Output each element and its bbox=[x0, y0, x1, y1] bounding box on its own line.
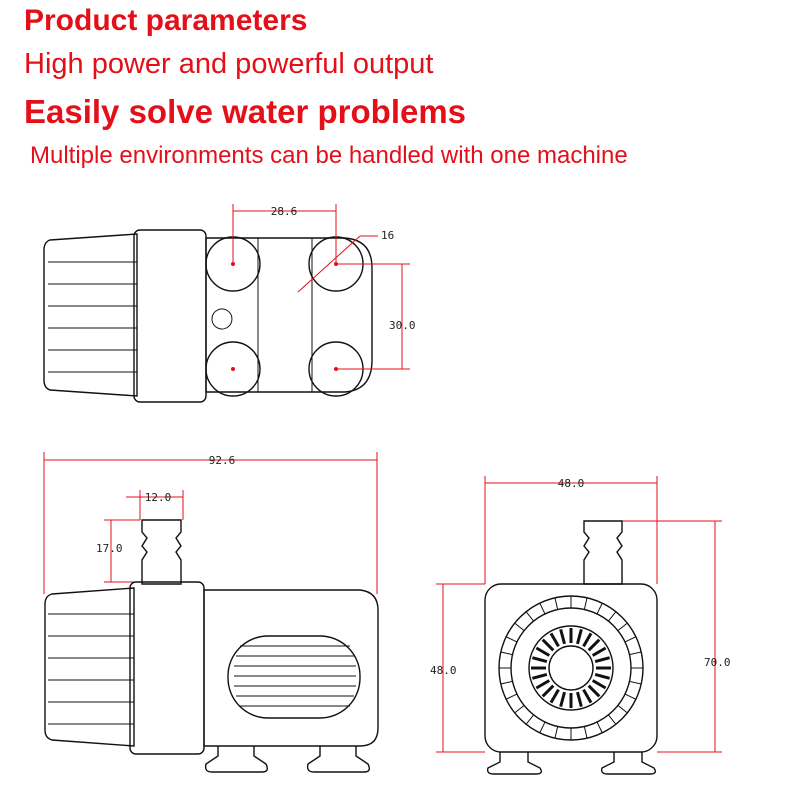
front-view-intake-teeth bbox=[499, 596, 643, 740]
intake-tooth bbox=[583, 726, 588, 739]
intake-slot bbox=[549, 632, 560, 648]
dim-front-total-height: 70.0 bbox=[704, 656, 731, 669]
top-view-collar bbox=[133, 229, 207, 403]
intake-slot bbox=[541, 684, 555, 698]
dim-front-body-height: 48.0 bbox=[430, 664, 457, 677]
front-view-outlet bbox=[583, 520, 623, 585]
tagline-power: High power and powerful output bbox=[24, 48, 434, 80]
intake-slot bbox=[594, 656, 611, 663]
intake-slot bbox=[549, 688, 560, 704]
intake-tooth bbox=[505, 693, 518, 700]
intake-slot bbox=[531, 673, 548, 680]
intake-slot bbox=[535, 679, 551, 690]
intake-slot bbox=[535, 646, 551, 657]
intake-tooth bbox=[629, 680, 642, 685]
dim-top-spacing: 28.6 bbox=[271, 205, 298, 218]
front-view-intake-inner bbox=[528, 625, 614, 711]
dim-side-length: 92.6 bbox=[209, 454, 236, 467]
dim-side-outlet-width: 12.0 bbox=[145, 491, 172, 504]
side-view-motor-fins bbox=[227, 635, 361, 719]
intake-tooth bbox=[525, 714, 534, 725]
side-view-suction-feet bbox=[204, 746, 371, 773]
intake-tooth bbox=[596, 602, 603, 615]
front-view-suction-feet bbox=[486, 752, 657, 775]
tagline-water: Easily solve water problems bbox=[24, 93, 467, 130]
intake-slot bbox=[582, 688, 593, 704]
intake-slot bbox=[541, 638, 555, 652]
intake-tooth bbox=[554, 726, 559, 739]
side-view-grille-slats bbox=[48, 613, 134, 725]
top-view-suction-cups bbox=[205, 236, 364, 397]
top-view-grille-slats bbox=[48, 261, 137, 373]
intake-tooth bbox=[505, 636, 518, 643]
intake-slot bbox=[576, 628, 583, 645]
intake-slot bbox=[531, 656, 548, 663]
front-view-intake-slots bbox=[531, 628, 611, 708]
intake-slot bbox=[591, 679, 607, 690]
intake-tooth bbox=[514, 705, 525, 714]
intake-tooth bbox=[617, 622, 628, 631]
side-view: 92.6 12.0 17.0 bbox=[43, 452, 379, 773]
top-view: 28.6 16 30.0 bbox=[43, 204, 416, 403]
dim-top-height: 30.0 bbox=[389, 319, 416, 332]
intake-slot bbox=[582, 632, 593, 648]
intake-tooth bbox=[583, 597, 588, 610]
intake-slot bbox=[591, 646, 607, 657]
intake-tooth bbox=[539, 721, 546, 734]
front-view-intake-hub bbox=[548, 645, 594, 691]
intake-slot bbox=[559, 628, 566, 645]
top-view-tab bbox=[211, 308, 233, 330]
side-view-grille bbox=[44, 587, 135, 747]
intake-tooth bbox=[629, 651, 642, 656]
intake-tooth bbox=[554, 597, 559, 610]
tagline-environments: Multiple environments can be handled wit… bbox=[30, 142, 628, 169]
intake-slot bbox=[587, 684, 601, 698]
intake-tooth bbox=[608, 714, 617, 725]
intake-tooth bbox=[514, 622, 525, 631]
side-view-collar bbox=[129, 581, 205, 755]
intake-slot bbox=[587, 638, 601, 652]
side-view-body bbox=[203, 589, 379, 747]
dim-front-width: 48.0 bbox=[558, 477, 585, 490]
title-heading: Product parameters bbox=[24, 4, 308, 37]
intake-tooth bbox=[500, 680, 513, 685]
top-view-grille bbox=[43, 233, 138, 397]
intake-tooth bbox=[617, 705, 628, 714]
intake-slot bbox=[559, 691, 566, 708]
intake-tooth bbox=[500, 651, 513, 656]
front-view: 48.0 48.0 70.0 bbox=[430, 476, 731, 775]
side-view-outlet bbox=[141, 519, 182, 585]
intake-slot bbox=[576, 691, 583, 708]
dim-side-outlet-height: 17.0 bbox=[96, 542, 123, 555]
front-view-intake-outer bbox=[498, 595, 644, 741]
intake-tooth bbox=[525, 611, 534, 622]
intake-tooth bbox=[608, 611, 617, 622]
dim-top-diameter: 16 bbox=[381, 229, 394, 242]
front-view-body bbox=[484, 583, 658, 753]
intake-slot bbox=[594, 673, 611, 680]
intake-tooth bbox=[596, 721, 603, 734]
intake-tooth bbox=[624, 693, 637, 700]
intake-tooth bbox=[624, 636, 637, 643]
intake-tooth bbox=[539, 602, 546, 615]
